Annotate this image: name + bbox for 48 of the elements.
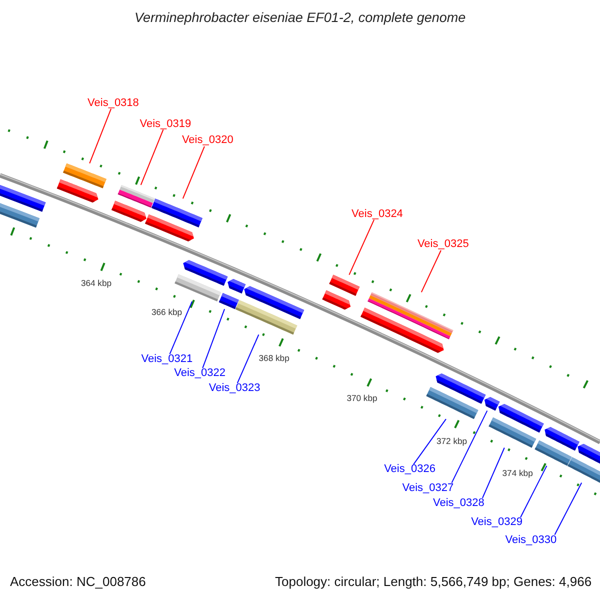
gene-label: Veis_0330 <box>505 534 557 546</box>
scale-label: 370 kbp <box>346 392 378 403</box>
gene-feature <box>56 163 106 203</box>
gene-feature <box>488 404 544 448</box>
gene-feature <box>534 427 580 466</box>
gene-feature <box>568 444 600 483</box>
gene-label: Veis_0321 <box>141 353 193 366</box>
scale-label: 374 kbp <box>502 468 533 478</box>
leader-line <box>420 250 442 293</box>
gene-label: Veis_0325 <box>417 238 469 250</box>
gene-label: Veis_0328 <box>432 497 484 510</box>
gene-label: Veis_0324 <box>352 208 403 220</box>
scale-label: 368 kbp <box>258 352 290 363</box>
gene-label: Veis_0326 <box>384 463 436 476</box>
gene-label: Veis_0319 <box>140 118 192 130</box>
leader-line <box>89 108 112 164</box>
gene-label: Veis_0327 <box>402 482 454 494</box>
accession-text: Accession: NC_008786 <box>10 574 146 589</box>
gene-label: Veis_0322 <box>174 367 226 380</box>
genome-summary-text: Topology: circular; Length: 5,566,749 bp; Genes: 4,966 <box>275 574 592 589</box>
leader-line <box>554 482 582 536</box>
leader-line <box>451 410 488 484</box>
leader-line <box>413 418 446 465</box>
leader-line <box>482 447 505 499</box>
scale-label: 366 kbp <box>152 306 182 317</box>
gene-feature <box>426 373 486 420</box>
map-title: Verminephrobacter eiseniae EF01-2, complete genome <box>134 10 466 26</box>
gene-feature <box>235 286 304 335</box>
scale-label: 372 kbp <box>436 436 468 446</box>
gene-feature <box>111 184 155 222</box>
leader-line <box>520 465 548 518</box>
gene-label: Veis_0318 <box>88 96 139 109</box>
leader-line <box>202 308 226 369</box>
gene-feature <box>0 184 46 228</box>
gene-label: Veis_0323 <box>208 382 260 394</box>
leader-line <box>169 300 193 355</box>
gene-feature <box>322 274 360 310</box>
gene-feature <box>360 292 454 353</box>
gene-feature <box>174 260 228 302</box>
leader-line <box>140 129 164 186</box>
gene-feature <box>145 198 202 242</box>
gene-feature <box>484 397 500 411</box>
gene-label: Veis_0329 <box>471 516 522 528</box>
leader-line <box>348 219 375 276</box>
leader-line <box>182 146 205 200</box>
leader-line <box>236 334 260 384</box>
gene-label: Veis_0320 <box>182 134 234 146</box>
scale-label: 364 kbp <box>80 278 112 288</box>
